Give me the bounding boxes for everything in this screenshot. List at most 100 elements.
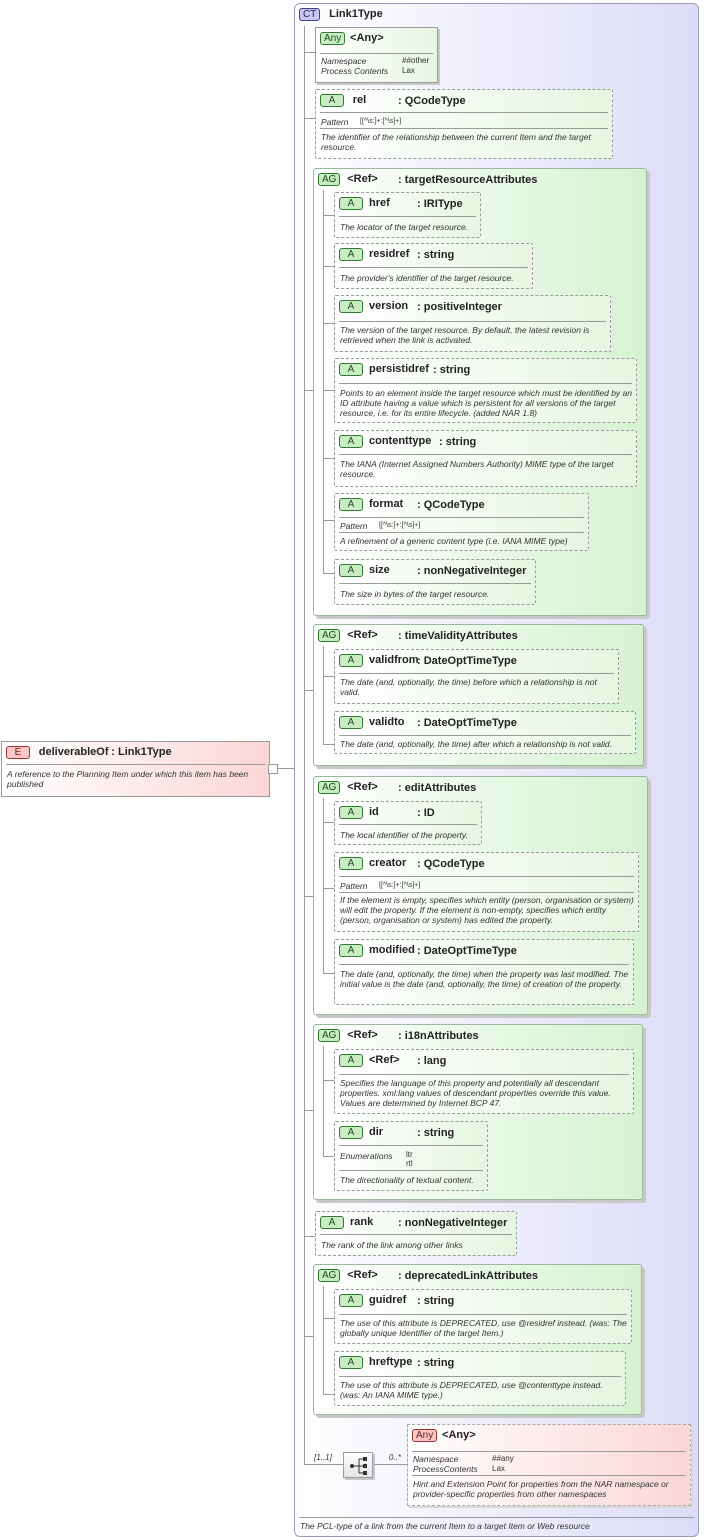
element-name: deliverableOf: [38, 746, 109, 759]
version-doc: The version of the target resource. By d…: [340, 325, 590, 345]
validto-name: validto: [369, 716, 405, 729]
rank-name: rank: [350, 1216, 374, 1229]
guidref-name: guidref: [369, 1294, 407, 1307]
dir-enum-ltr: ltr: [406, 1150, 413, 1159]
persistidref-badge: A: [339, 363, 363, 376]
time-badge: AG: [318, 629, 341, 642]
residref-badge: A: [339, 248, 363, 261]
time-type: : timeValidityAttributes: [398, 630, 518, 642]
dir-enum-rtl: rtl: [406, 1159, 413, 1168]
contenttype-badge: A: [339, 435, 363, 448]
persistidref-name: persistidref: [369, 363, 429, 376]
rank-doc: The rank of the link among other links: [321, 1240, 463, 1250]
version-name: version: [369, 300, 409, 313]
lang-name: <Ref>: [369, 1054, 400, 1067]
validfrom-name: validfrom: [369, 654, 419, 667]
any-element-occurrence: 0..*: [389, 1453, 402, 1462]
dir-doc: The directionality of textual content.: [340, 1175, 474, 1185]
hreftype-name: hreftype: [369, 1356, 413, 1369]
time-ref: <Ref>: [347, 629, 378, 642]
validfrom-badge: A: [339, 654, 363, 667]
deprecated-badge: AG: [318, 1269, 341, 1282]
size-doc: The size in bytes of the target resource…: [340, 589, 490, 599]
creator-doc: If the element is empty, specifies which…: [340, 895, 634, 925]
any-element-ns-value: ##any: [492, 1454, 514, 1463]
validto-type: : DateOptTimeType: [417, 717, 517, 729]
validfrom-type: : DateOptTimeType: [417, 655, 517, 667]
rel-pattern-label: Pattern: [321, 117, 349, 127]
creator-pattern: [[^\s:]+:[^\s]+]: [379, 882, 421, 889]
size-badge: A: [339, 564, 363, 577]
validto-doc: The date (and, optionally, the time) aft…: [340, 739, 612, 749]
creator-pattern-label: Pattern: [340, 881, 368, 891]
any-element-name: <Any>: [442, 1429, 476, 1442]
edit-badge: AG: [318, 781, 341, 794]
sequence-compositor[interactable]: [343, 1452, 373, 1478]
ct-doc: The PCL-type of a link from the current …: [300, 1521, 590, 1531]
sequence-occurrence: [1..1]: [314, 1453, 332, 1462]
id-name: id: [369, 806, 379, 819]
id-badge: A: [339, 806, 363, 819]
rank-badge: A: [320, 1216, 344, 1229]
attribute-lang[interactable]: A<Ref> : lang Specifies the language of …: [334, 1049, 634, 1114]
any-attribute-pc-value: Lax: [402, 66, 415, 75]
format-pattern: [[^\s:]+:[^\s]+]: [379, 522, 421, 529]
any-element-badge: Any: [412, 1429, 438, 1442]
format-badge: A: [339, 498, 363, 511]
edit-ref: <Ref>: [347, 781, 378, 794]
guidref-type: : string: [417, 1295, 455, 1307]
format-name: format: [369, 498, 404, 511]
element-deliverableOf[interactable]: E deliverableOf : Link1Type A reference …: [1, 741, 270, 797]
modified-badge: A: [339, 944, 363, 957]
creator-badge: A: [339, 857, 363, 870]
creator-name: creator: [369, 857, 407, 870]
hreftype-badge: A: [339, 1356, 363, 1369]
version-type: : positiveInteger: [417, 301, 502, 313]
element-doc: A reference to the Planning Item under w…: [7, 769, 249, 789]
href-doc: The locator of the target resource.: [340, 222, 469, 232]
collapse-toggle[interactable]: [268, 764, 278, 774]
any-attribute[interactable]: Any <Any> Namespace ##other Process Cont…: [315, 27, 438, 83]
validto-badge: A: [339, 716, 363, 729]
dir-enum-label: Enumerations: [340, 1151, 393, 1161]
format-type: : QCodeType: [417, 499, 485, 511]
contenttype-doc: The IANA (Internet Assigned Numbers Auth…: [340, 459, 614, 479]
format-doc: A refinement of a generic content type (…: [340, 536, 568, 546]
guidref-badge: A: [339, 1294, 363, 1307]
href-badge: A: [339, 197, 363, 210]
any-element-doc: Hint and Extension Point for properties …: [413, 1479, 669, 1499]
attribute-rel[interactable]: A rel : QCodeType Pattern [[^\s:]+:[^\s]…: [315, 89, 613, 159]
contenttype-name: contenttype: [369, 435, 432, 448]
rel-type: : QCodeType: [398, 95, 466, 107]
version-badge: A: [339, 300, 363, 313]
i18n-badge: AG: [318, 1029, 341, 1042]
rel-name: rel: [352, 94, 367, 107]
target-ref: <Ref>: [347, 173, 378, 186]
validfrom-doc: The date (and, optionally, the time) bef…: [340, 677, 597, 697]
format-pattern-label: Pattern: [340, 521, 368, 531]
href-name: href: [369, 197, 390, 210]
persistidref-type: : string: [433, 364, 471, 376]
ct-badge: CT: [299, 8, 321, 21]
dir-name: dir: [369, 1126, 384, 1139]
rel-doc: The identifier of the relationship betwe…: [321, 132, 591, 152]
any-attribute-ns-value: ##other: [402, 56, 430, 65]
any-element[interactable]: Any <Any> Namespace ##any ProcessContent…: [407, 1424, 691, 1506]
modified-type: : DateOptTimeType: [417, 945, 517, 957]
